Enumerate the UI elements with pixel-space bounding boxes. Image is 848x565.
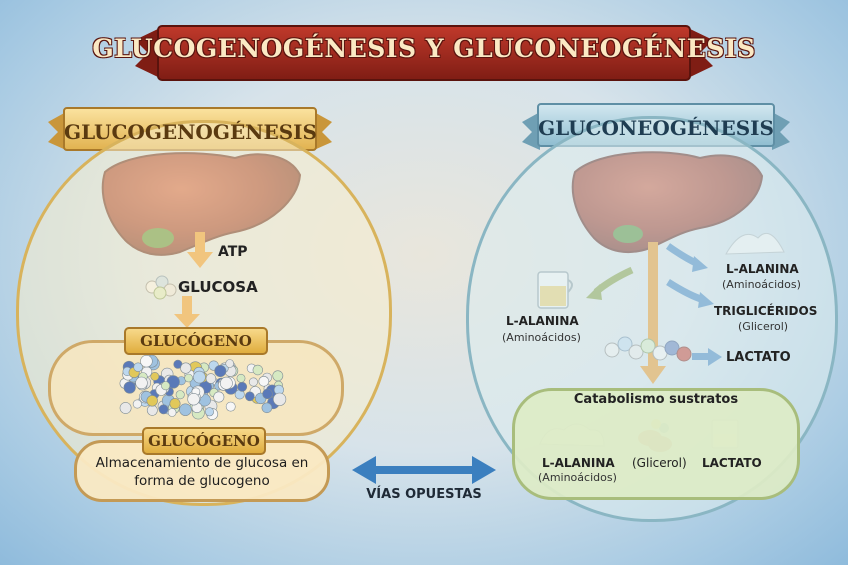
right-panel-title: GLUCONEOGÉNESIS <box>538 116 774 140</box>
double-arrow <box>352 456 496 484</box>
catab-alanina-label: L-ALANINA <box>542 456 615 470</box>
alanina-left-sub: (Aminoácidos) <box>502 331 581 344</box>
trigliceridos-label: TRIGLICÉRIDOS <box>714 304 818 318</box>
title-ribbon <box>135 25 713 81</box>
alanina-left-label: L-ALANINA <box>506 314 579 328</box>
catabolism-box <box>512 388 800 500</box>
catab-glicerol-label: (Glicerol) <box>632 456 687 470</box>
catabolismo-title: Catabolismo sustratos <box>573 392 739 407</box>
glucosa-label: GLUCOSA <box>178 278 258 296</box>
glucogeno-pill-bottom: GLUCÓGENO <box>142 427 266 455</box>
catab-lactato-label: LACTATO <box>702 456 762 470</box>
main-title: GLUCOGENOGÉNESIS Y GLUCONEOGÉNESIS <box>92 34 756 63</box>
catab-alanina-sub: (Aminoácidos) <box>538 471 617 484</box>
trigliceridos-sub: (Glicerol) <box>738 320 789 333</box>
vias-opuestas-label: VÍAS OPUESTAS <box>366 487 482 502</box>
lactato-label: LACTATO <box>726 350 791 365</box>
glucogeno-pill-top: GLUCÓGENO <box>124 327 268 355</box>
alanina-right-label: L-ALANINA <box>726 262 799 276</box>
alanina-right-sub: (Aminoácidos) <box>722 278 801 291</box>
atp-label: ATP <box>218 244 248 260</box>
storage-text: Almacenamiento de glucosa en forma de gl… <box>95 455 309 489</box>
left-panel-title: GLUCOGENOGÉNESIS <box>64 120 317 144</box>
